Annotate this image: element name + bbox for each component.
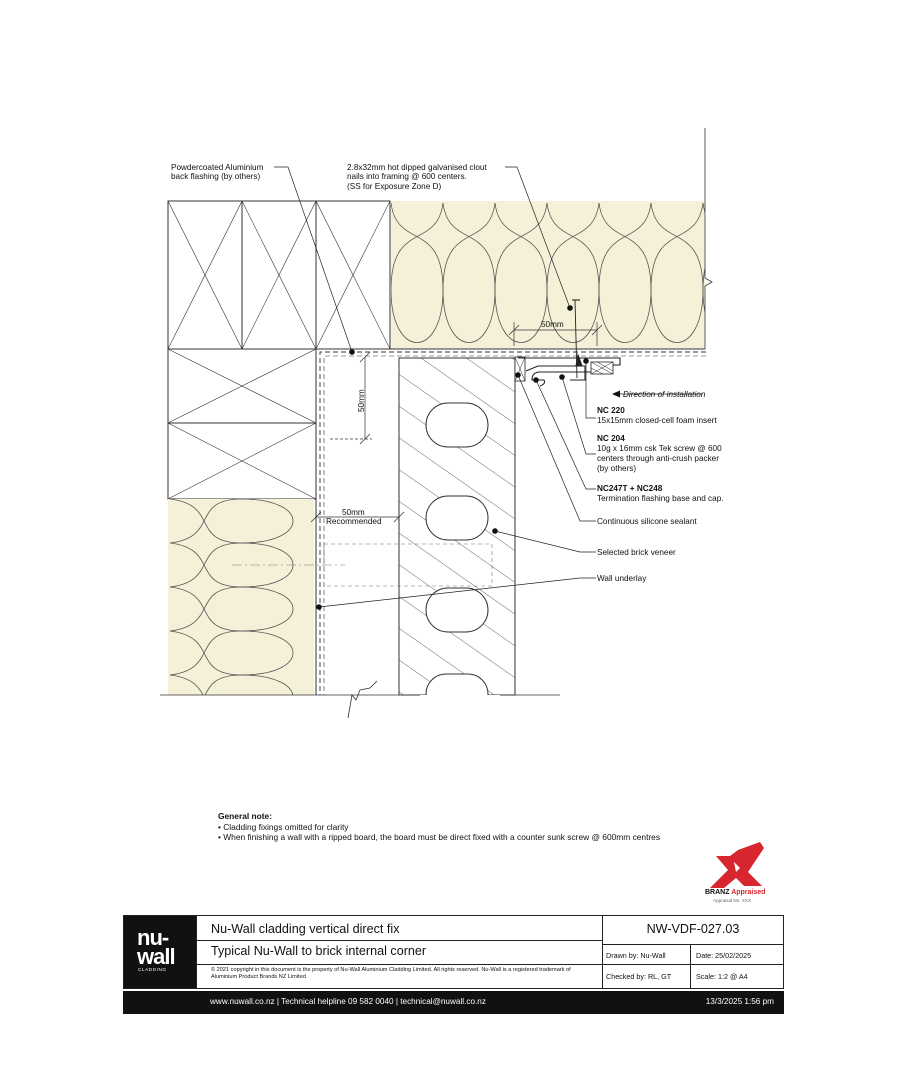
- callout-labels: Powdercoated Aluminium back flashing (by…: [171, 163, 724, 583]
- drawn-by: Drawn by: Nu-Wall: [606, 951, 666, 960]
- drawing-number: NW-VDF-027.03: [646, 922, 740, 936]
- insulation-top: [391, 201, 713, 349]
- logo-text-2: wall: [137, 944, 176, 969]
- leader-lines: [274, 166, 702, 608]
- drawing-scale: Scale: 1:2 @ A4: [696, 972, 748, 981]
- structure-lines: [160, 128, 706, 719]
- back-flashing-label-2: back flashing (by others): [171, 172, 260, 181]
- footer-bar: www.nuwall.co.nz | Technical helpline 09…: [123, 991, 784, 1014]
- insulation-loop: [598, 202, 652, 343]
- clout-nails-label-2: nails into framing @ 600 centers.: [347, 172, 467, 181]
- general-note: General note: • Cladding fixings omitted…: [218, 811, 660, 843]
- nc204-desc-2: centers through anti-crush packer: [597, 454, 719, 463]
- dim-bottom-label-1: 50mm: [342, 508, 365, 517]
- general-note-item-2: • When finishing a wall with a ripped bo…: [218, 832, 661, 842]
- insulation-loop: [169, 499, 294, 544]
- nuwall-logo: nu- wall CLADDING: [124, 916, 196, 988]
- timber-framing: [167, 200, 391, 500]
- nc220-code: NC 220: [597, 406, 625, 415]
- dim-top-label: 50mm: [541, 320, 564, 329]
- brick-veneer: [398, 357, 516, 725]
- dimension-lines: [310, 322, 603, 524]
- insulation-loop: [169, 586, 294, 632]
- detail-drawing: Powdercoated Aluminium back flashing (by…: [160, 128, 724, 725]
- general-note-item-1: • Cladding fixings omitted for clarity: [218, 821, 349, 832]
- logo-text-1: nu-: [137, 925, 169, 950]
- nc247-code: NC247T + NC248: [597, 484, 663, 493]
- nc247-desc: Termination flashing base and cap.: [597, 494, 724, 503]
- nc220-desc: 15x15mm closed-cell foam insert: [597, 416, 717, 425]
- title-block: nu- wall CLADDING Nu-Wall cladding verti…: [123, 915, 784, 989]
- insulation-loop: [442, 202, 496, 343]
- clout-nails-label-3: (SS for Exposure Zone D): [347, 182, 441, 191]
- insulation-loop: [391, 202, 444, 343]
- drawing-title-2: Typical Nu-Wall to brick internal corner: [211, 944, 427, 958]
- dim-bottom-label-2: Recommended: [326, 517, 382, 526]
- insulation-loop: [546, 202, 600, 343]
- brick-veneer-label: Selected brick veneer: [597, 548, 676, 557]
- clout-nails-label-1: 2.8x32mm hot dipped galvanised clout: [347, 163, 487, 172]
- general-note-heading: General note:: [218, 811, 272, 821]
- footer-print-date: 13/3/2025 1:56 pm: [705, 997, 774, 1006]
- wall-underlay-label: Wall underlay: [597, 574, 647, 583]
- dim-vertical-label: 50mm: [357, 389, 366, 412]
- branz-logo: [710, 842, 764, 888]
- sealant-label: Continuous silicone sealant: [597, 517, 697, 526]
- insulation-loop: [650, 202, 704, 343]
- branz-word: BRANZ: [705, 889, 730, 896]
- nc204-code: NC 204: [597, 434, 625, 443]
- insulation-loop: [169, 630, 294, 676]
- branz-wordmark: BRANZ Appraised: [705, 889, 765, 896]
- drawing-date: Date: 25/02/2025: [696, 951, 752, 960]
- footer-contact-links[interactable]: www.nuwall.co.nz | Technical helpline 09…: [210, 997, 486, 1006]
- insulation-loop: [494, 202, 548, 343]
- leader-dots: [316, 305, 620, 610]
- direction-label: Direction of installation: [623, 390, 706, 399]
- branz-appraised: Appraised: [731, 889, 766, 896]
- branz-appraisal-no: Appraisal No. XXX: [713, 898, 752, 903]
- insulation-loop: [702, 202, 705, 314]
- back-flashing-label-1: Powdercoated Aluminium: [171, 163, 264, 172]
- insulation-left: [168, 499, 314, 695]
- logo-text-3: CLADDING: [138, 967, 167, 972]
- insulation-loop: [169, 674, 293, 695]
- copyright-text: © 2021 copyright in this document is the…: [211, 967, 571, 980]
- nc204-desc-3: (by others): [597, 464, 636, 473]
- drawing-title-1: Nu-Wall cladding vertical direct fix: [211, 922, 400, 936]
- checked-by: Checked by: RL, GT: [606, 972, 672, 981]
- termination-flashing: [514, 299, 621, 387]
- nc204-desc-1: 10g x 16mm csk Tek screw @ 600: [597, 444, 722, 453]
